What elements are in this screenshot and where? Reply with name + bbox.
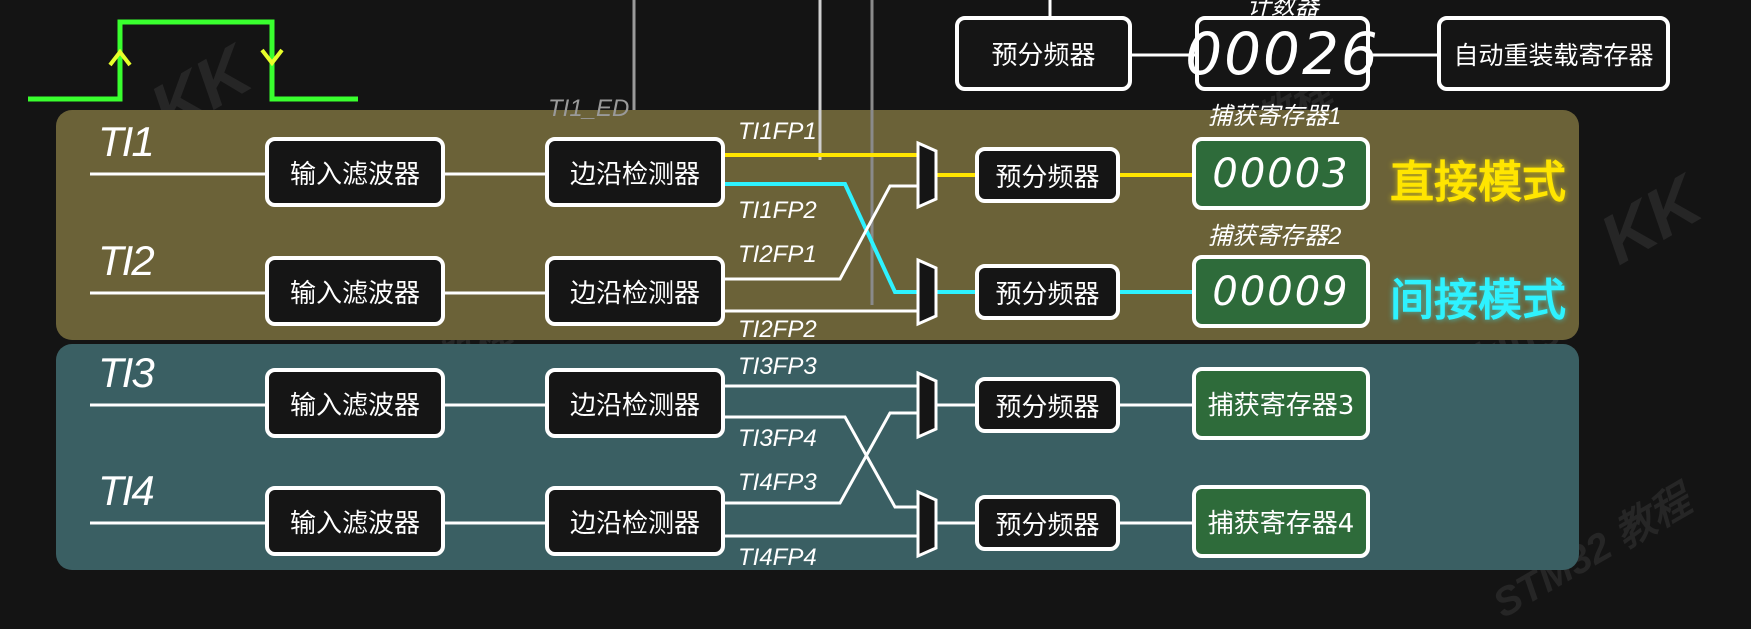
- signal-label-ti4fp4: TI4FP4: [738, 544, 817, 571]
- input-label-ti4: TI4: [98, 467, 155, 514]
- edge-detector-4: 边沿检测器: [545, 486, 725, 556]
- direct-mode-label: 直接模式: [1390, 157, 1566, 208]
- auto-reload-register: 自动重装载寄存器: [1437, 16, 1670, 91]
- input-filter-1: 输入滤波器: [265, 137, 445, 207]
- input-filter-3: 输入滤波器: [265, 368, 445, 438]
- channel-prescaler-1: 预分频器: [975, 147, 1120, 203]
- channel-prescaler-4: 预分频器: [975, 495, 1120, 551]
- edge-detector-3: 边沿检测器: [545, 368, 725, 438]
- signal-label-ti3fp3: TI3FP3: [738, 353, 817, 380]
- pulse-waveform: [28, 19, 358, 102]
- capture-register-2-title: 捕获寄存器2: [1208, 223, 1342, 250]
- counter-value: 00026: [1185, 16, 1378, 91]
- signal-label-ti1fp1: TI1FP1: [738, 118, 817, 145]
- capture-register-3: 捕获寄存器3: [1192, 367, 1370, 440]
- indirect-mode-label: 间接模式: [1390, 275, 1566, 326]
- channel-prescaler-3: 预分频器: [975, 377, 1120, 433]
- input-filter-2: 输入滤波器: [265, 256, 445, 326]
- edge-detector-1: 边沿检测器: [545, 137, 725, 207]
- capture-register-2-value: 00009: [1192, 255, 1370, 328]
- input-label-ti2: TI2: [98, 237, 155, 284]
- wiring: [28, 0, 1437, 559]
- capture-register-1-title: 捕获寄存器1: [1208, 103, 1342, 130]
- channel-prescaler-2: 预分频器: [975, 264, 1120, 320]
- capture-register-1-value: 00003: [1192, 137, 1370, 210]
- signal-label-ti2fp1: TI2FP1: [738, 241, 817, 268]
- signal-label-ti1-ed: TI1_ED: [548, 95, 630, 122]
- signal-label-ti2fp2: TI2FP2: [738, 316, 817, 343]
- top-prescaler: 预分频器: [955, 16, 1132, 91]
- falling-edge-arrow: [260, 48, 284, 67]
- signal-label-ti1fp2: TI1FP2: [738, 197, 817, 224]
- capture-register-4: 捕获寄存器4: [1192, 485, 1370, 558]
- mux-2: [916, 257, 938, 327]
- signal-label-ti4fp3: TI4FP3: [738, 469, 817, 496]
- input-label-ti1: TI1: [98, 118, 155, 165]
- mux-4: [916, 489, 938, 559]
- timer-input-capture-diagram: keysking keysking keysking STM32 教程 STM3…: [28, 0, 1714, 627]
- mux-1: [916, 140, 938, 210]
- mux-3: [916, 370, 938, 440]
- input-label-ti3: TI3: [98, 349, 155, 396]
- signal-label-ti3fp4: TI3FP4: [738, 425, 817, 452]
- input-filter-4: 输入滤波器: [265, 486, 445, 556]
- edge-detector-2: 边沿检测器: [545, 256, 725, 326]
- rising-edge-arrow: [108, 48, 132, 67]
- counter-title: 计数器: [1247, 0, 1319, 20]
